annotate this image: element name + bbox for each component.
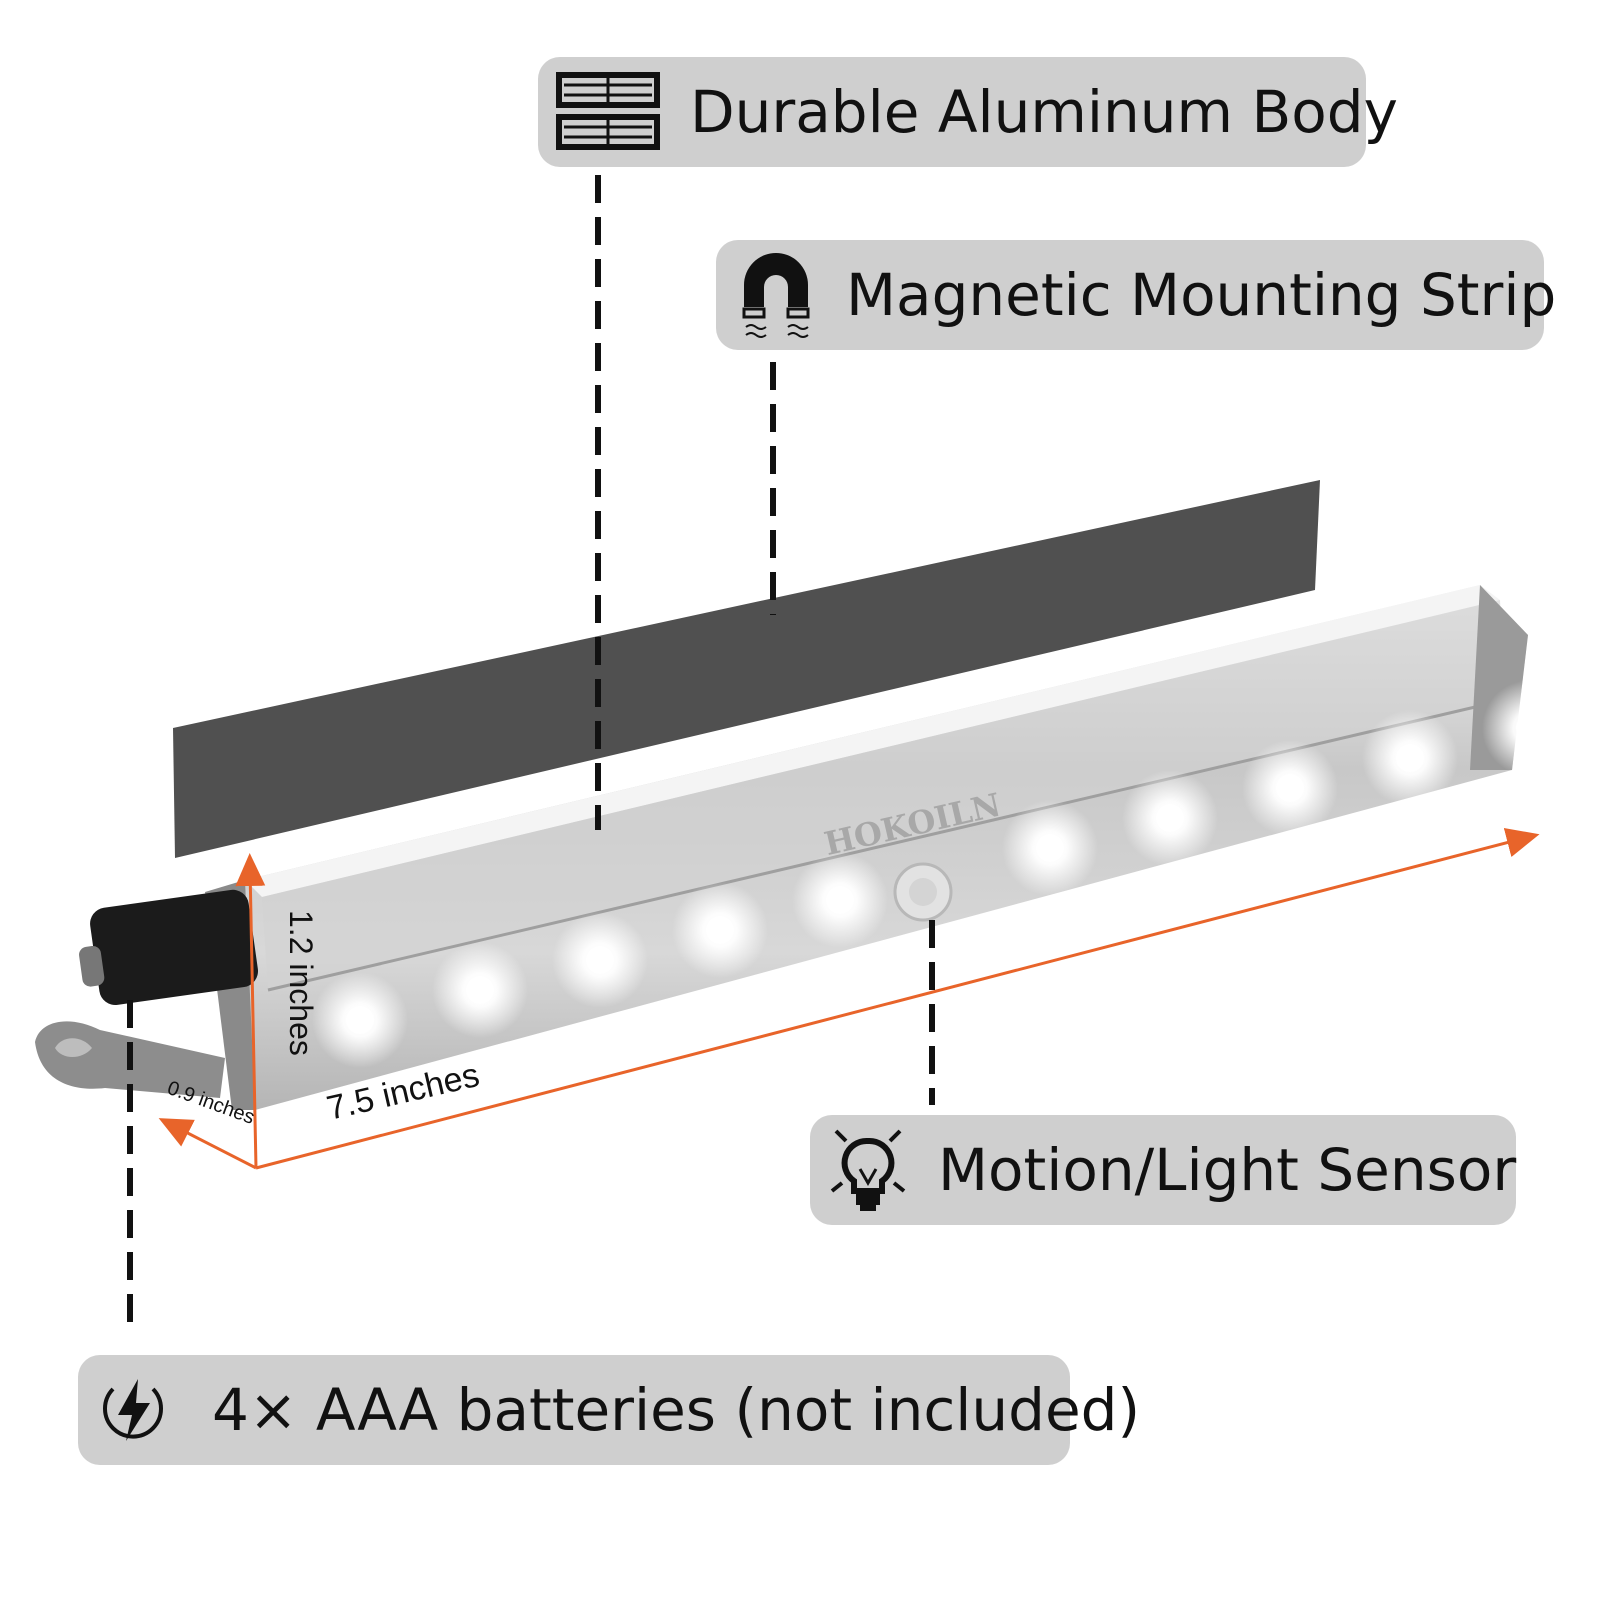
leader-lines: [127, 175, 935, 1330]
led: [826, 886, 854, 914]
led: [1036, 834, 1064, 862]
callout-magnetic-strip: Magnetic Mounting Strip: [716, 240, 1556, 350]
callout-batteries-label: 4× AAA batteries (not included): [212, 1376, 1141, 1444]
dim-height-label: 1.2 inches: [283, 910, 319, 1056]
bulb-sensor-icon: [828, 1127, 908, 1213]
magnetic-strip: [173, 480, 1320, 858]
led: [1516, 714, 1544, 742]
lightning-icon: [98, 1375, 168, 1445]
aluminum-profile-icon: [556, 72, 660, 152]
light-bar: HOKOILN: [205, 585, 1578, 1110]
led-row: [312, 680, 1578, 1068]
led: [706, 916, 734, 944]
led: [346, 1006, 374, 1034]
callout-aluminum-body: Durable Aluminum Body: [538, 57, 1398, 167]
callout-motion-sensor-label: Motion/Light Sensor: [938, 1136, 1517, 1204]
magnet-icon: [738, 247, 814, 343]
led: [1156, 804, 1184, 832]
dimension-lines: [158, 828, 1540, 1170]
led: [466, 976, 494, 1004]
led: [1276, 774, 1304, 802]
led: [1396, 744, 1424, 772]
callout-aluminum-body-label: Durable Aluminum Body: [690, 78, 1398, 146]
callout-magnetic-strip-label: Magnetic Mounting Strip: [846, 261, 1557, 329]
led: [586, 946, 614, 974]
callout-batteries: 4× AAA batteries (not included): [78, 1355, 1140, 1465]
callout-motion-sensor: Motion/Light Sensor: [810, 1115, 1516, 1225]
